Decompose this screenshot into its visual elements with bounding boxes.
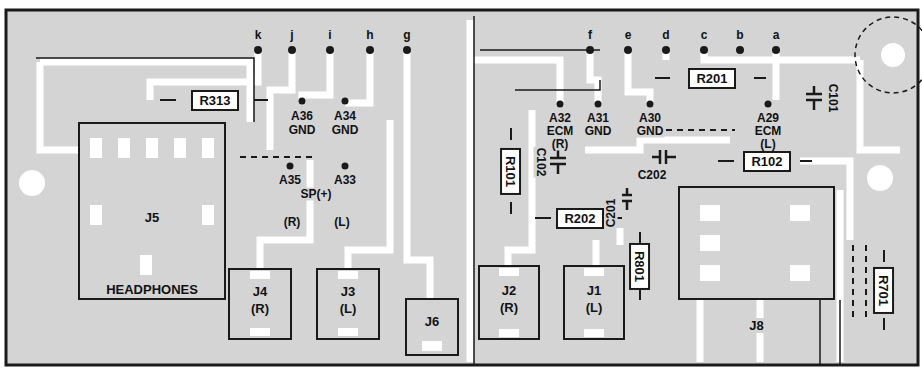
pad-letter: f	[587, 29, 593, 42]
mounting-outline	[855, 17, 922, 93]
part-designator: R201	[696, 71, 727, 86]
part-designator: J2	[500, 283, 518, 298]
copper-traces	[40, 20, 900, 362]
jumper-lines	[240, 130, 866, 322]
part-designator: J6	[423, 314, 441, 329]
resistor-symbol: R701	[873, 266, 894, 313]
headphone-jack: J5HEADPHONES	[78, 122, 226, 300]
channel-label: (R)	[283, 216, 302, 229]
part-designator: R202	[564, 211, 595, 226]
jack-outline: J2 (R)	[478, 265, 540, 340]
resistor-symbol: R202	[556, 208, 603, 229]
mounting-hole	[881, 43, 905, 67]
test-point-label: A32	[548, 112, 572, 125]
part-designator: R701	[876, 274, 891, 305]
jack-outline: J6	[405, 298, 459, 356]
signal-label: ECM	[546, 125, 575, 138]
part-designator: J1	[585, 283, 603, 298]
capacitor-label: C202	[637, 169, 668, 182]
pad-letter: k	[254, 29, 263, 42]
part-designator: J4	[251, 284, 269, 299]
channel-label: (L)	[333, 216, 350, 229]
pad-letter: h	[365, 29, 374, 42]
resistor-symbol: R102	[743, 151, 790, 172]
test-point-label: A35	[278, 174, 302, 187]
signal-label: SP(+)	[299, 188, 332, 201]
signal-label: ECM	[754, 125, 783, 138]
part-note: HEADPHONES	[104, 282, 200, 297]
signal-label: GND	[331, 124, 360, 137]
jack-outline: J4 (R)	[228, 268, 292, 340]
part-designator: J8	[747, 318, 765, 333]
resistor-symbol: R313	[191, 90, 238, 111]
resistor-symbol: R201	[688, 68, 735, 89]
board-outline	[6, 10, 918, 365]
mounting-hole	[867, 165, 893, 191]
pad-letter: c	[700, 29, 709, 42]
trace-edges	[36, 16, 840, 365]
capacitor-label: C102	[534, 147, 547, 178]
test-point-label: A29	[756, 112, 780, 125]
pad-letter: j	[289, 29, 294, 42]
test-point-label: A31	[586, 112, 610, 125]
jack-outline: J3 (L)	[316, 268, 380, 340]
capacitor-label: C101	[826, 83, 839, 114]
component-leads	[160, 78, 884, 330]
test-point-label: A33	[333, 174, 357, 187]
pad-letter: g	[402, 29, 411, 42]
part-designator: R313	[199, 93, 230, 108]
channel-label: (L)	[759, 138, 776, 151]
pad-letter: b	[735, 29, 744, 42]
part-note: (L)	[338, 301, 359, 316]
part-designator: J5	[143, 210, 161, 225]
test-point-label: A34	[333, 110, 357, 123]
channel-label: (R)	[551, 138, 570, 151]
pad-letter: e	[624, 29, 633, 42]
part-designator: R102	[751, 154, 782, 169]
mounting-hole	[19, 170, 45, 196]
part-designator: R101	[503, 155, 518, 186]
part-note: (L)	[584, 300, 605, 315]
resistor-symbol: R101	[500, 147, 521, 194]
signal-label: GND	[584, 125, 613, 138]
capacitor-label: C201	[605, 198, 618, 229]
signal-label: GND	[288, 124, 317, 137]
part-designator: R801	[632, 250, 647, 281]
connector-outline: J8	[678, 186, 835, 300]
part-designator: J3	[339, 284, 357, 299]
part-note: (R)	[249, 301, 271, 316]
signal-label: GND	[636, 125, 665, 138]
part-note: (R)	[498, 300, 520, 315]
pad-letter: d	[661, 29, 670, 42]
test-point-label: A36	[290, 110, 314, 123]
capacitor-symbols	[550, 86, 822, 210]
test-point-label: A30	[638, 112, 662, 125]
pad-letter: i	[327, 29, 332, 42]
pad-letter: a	[772, 29, 781, 42]
resistor-symbol: R801	[629, 242, 650, 289]
pads	[90, 138, 810, 351]
jack-outline: J1 (L)	[563, 265, 625, 340]
